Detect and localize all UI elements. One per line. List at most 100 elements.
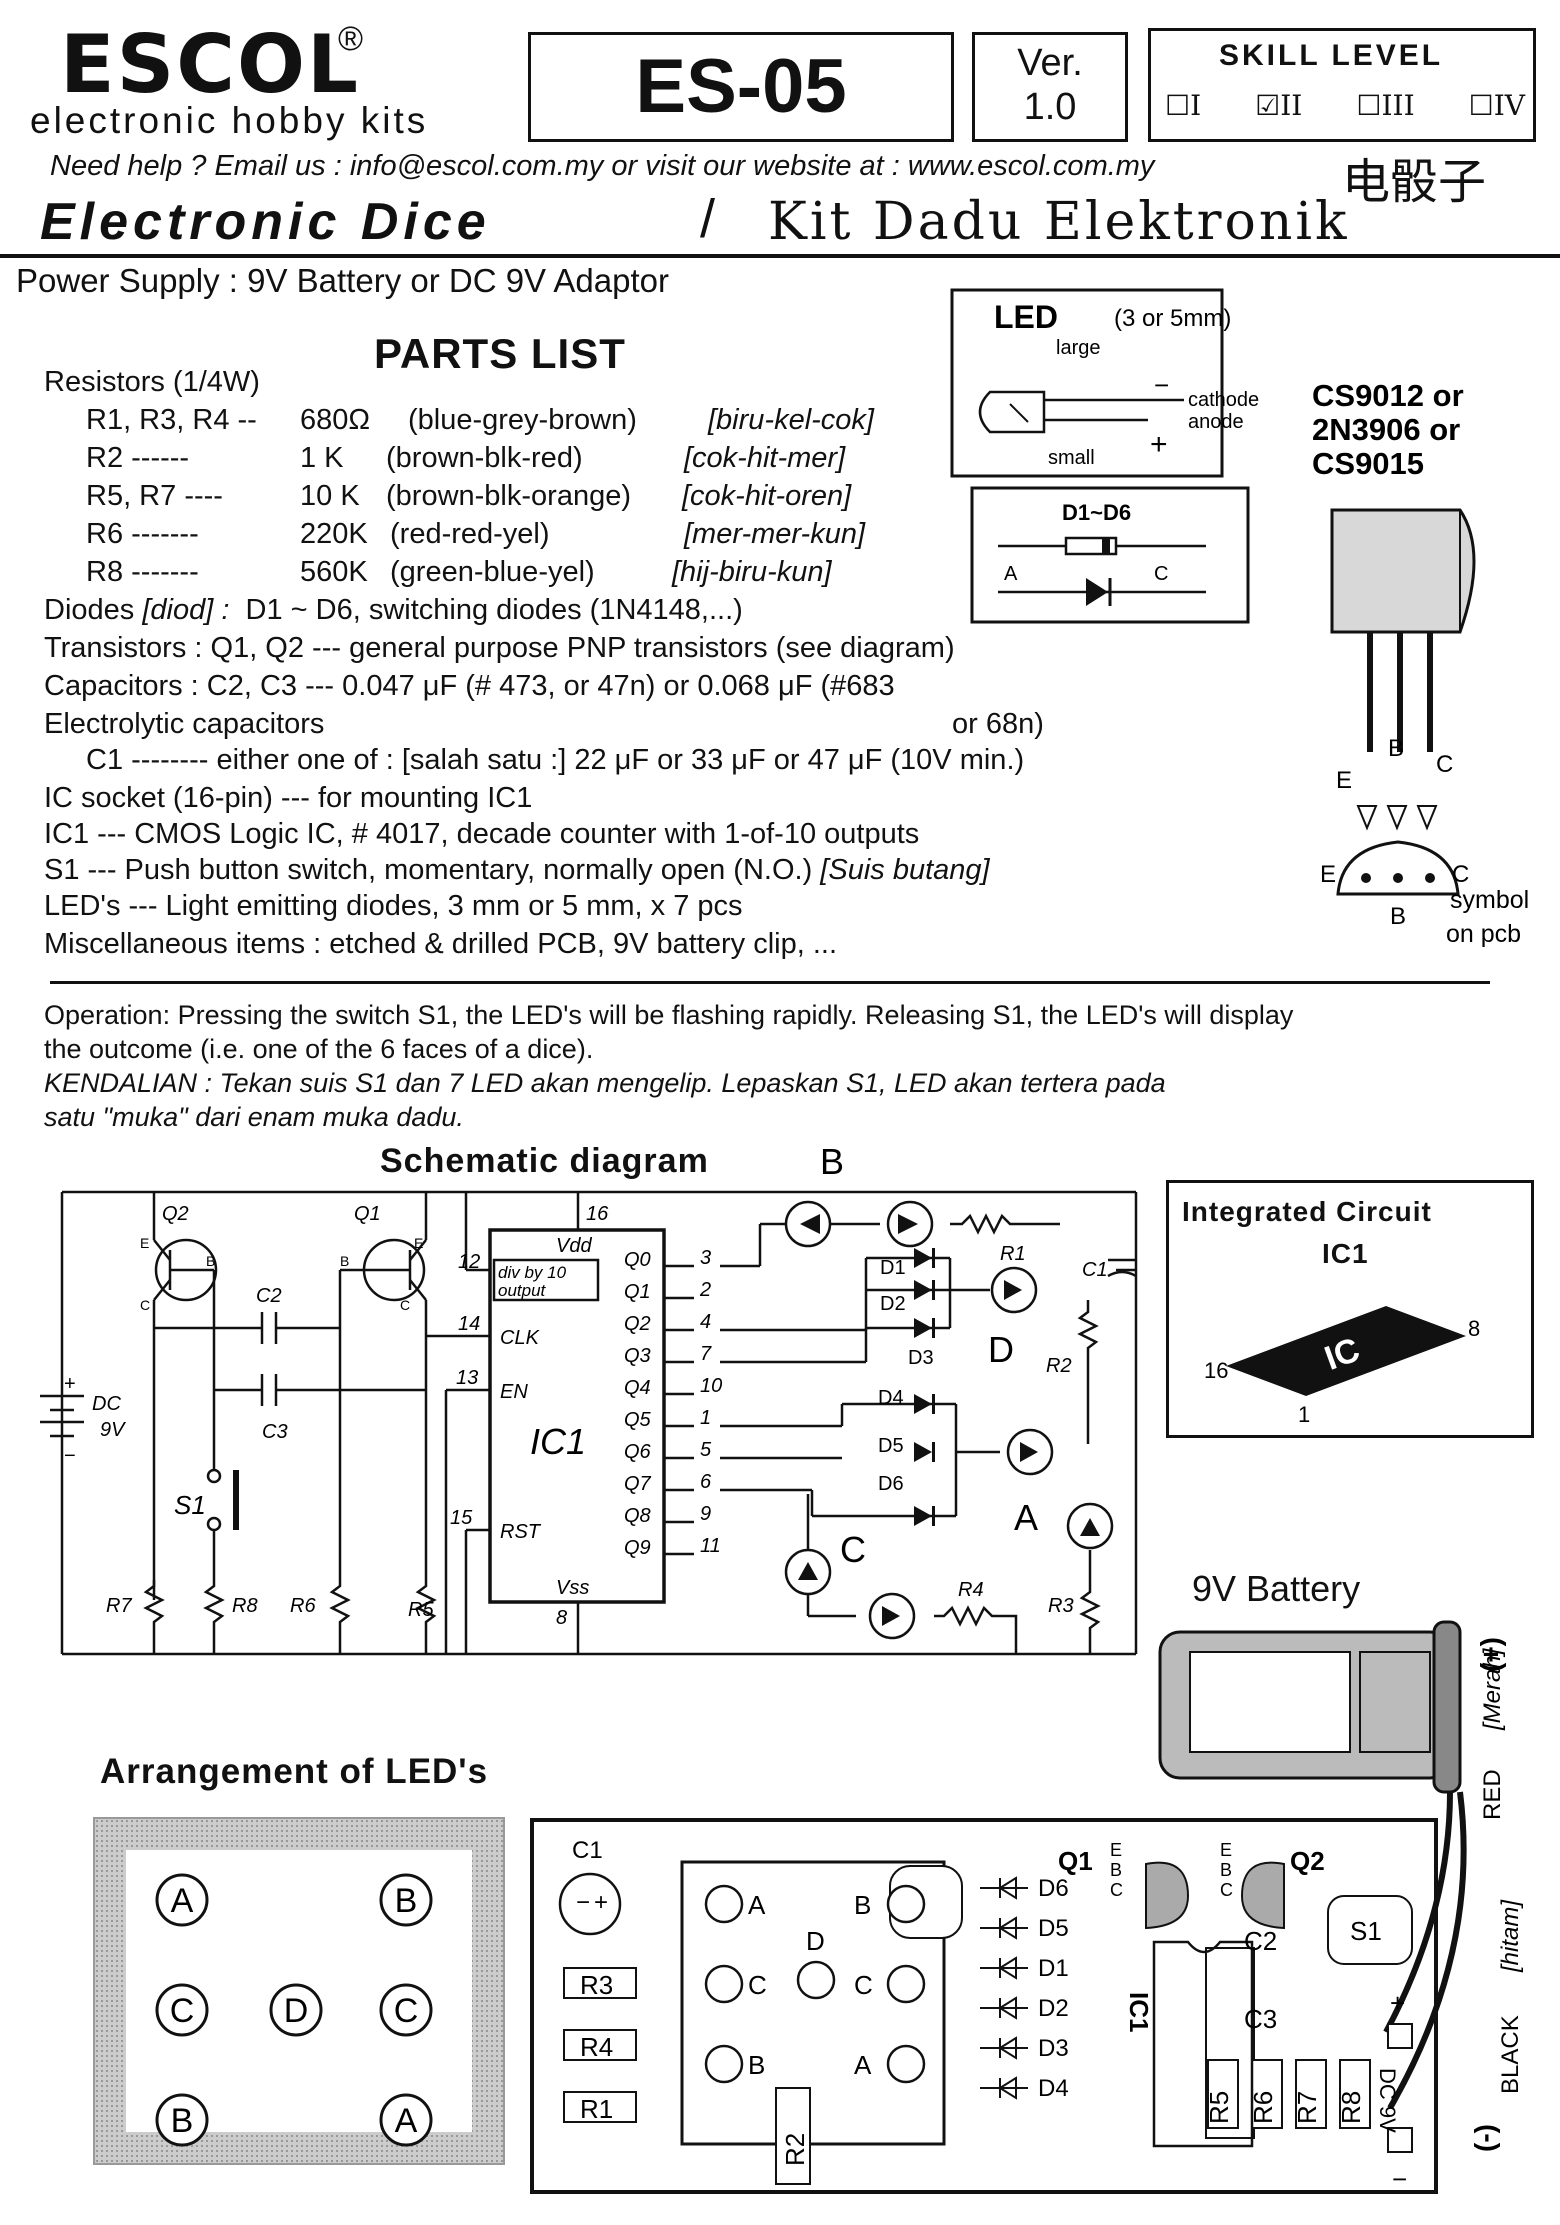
arrow-down-icon — [1356, 805, 1378, 831]
r3-label: R3 — [1048, 1595, 1074, 1617]
diode-symbol-icon — [1086, 578, 1108, 606]
battery-minus-label: (-) — [1469, 2124, 1500, 2152]
pcb-c-label: C — [1452, 861, 1469, 888]
pcb-q1: Q1 — [1058, 1846, 1093, 1876]
resistor-value: 560K — [300, 556, 368, 588]
output-pin-label: 1 — [700, 1407, 711, 1429]
schematic-title: Schematic diagram — [380, 1142, 709, 1180]
arrangement-led-b: B — [395, 1882, 418, 1920]
r1-label: R1 — [1000, 1243, 1026, 1265]
arrangement-led-a: A — [395, 2102, 418, 2140]
operation-my-2: satu "muka" dari enam muka dadu. — [44, 1102, 464, 1132]
schematic-diagram: Q2 Q1 E B C B E C C2 C3 DC 9V + − S1 R7 … — [40, 1141, 1138, 1656]
output-pin-label: 11 — [700, 1535, 721, 1557]
diode-anode-label: A — [1004, 563, 1018, 585]
arrangement-led-d: D — [284, 1992, 309, 2030]
header-rule — [0, 254, 1560, 258]
ic-chip-drawing: IC 16 8 1 — [1204, 1306, 1480, 1426]
pcb-minus: − — [1392, 2164, 1407, 2194]
section-rule — [50, 981, 1490, 984]
resistor-ref: R8 ------- — [86, 556, 199, 588]
transistor-b-label: B — [1388, 735, 1404, 762]
skill-level-box: SKILL LEVEL ☐I ☑II ☐III ☐IV — [1148, 28, 1536, 142]
led-a-label: A — [1014, 1497, 1038, 1538]
vdd-label: Vdd — [556, 1235, 592, 1257]
resistor-colors-malay: [cok-hit-mer] — [684, 442, 846, 474]
led-box: LED (3 or 5mm) large small − cathode ano… — [950, 288, 1259, 478]
pcb-q2: Q2 — [1290, 1846, 1325, 1876]
output-pin-label: 4 — [700, 1311, 711, 1333]
battery-drawing: (+) [Merah] RED [hitam] BLACK (-) — [1158, 1620, 1524, 2152]
skill-level-title: SKILL LEVEL — [1219, 39, 1444, 72]
pcb-r6: R6 — [1248, 2091, 1278, 2124]
resistor-colors: (brown-blk-orange) — [386, 480, 631, 512]
pin13-label: 13 — [456, 1367, 478, 1389]
electrolytic-line: Electrolytic capacitors — [44, 708, 325, 740]
led-plus: + — [1150, 428, 1168, 461]
led-c-label: C — [840, 1529, 866, 1570]
output-pin-label: 10 — [700, 1375, 722, 1397]
arrangement-led-c: C — [394, 1992, 419, 2030]
ic-box — [1166, 1180, 1534, 1438]
diodes-line: Diodes [diod] : D1 ~ D6, switching diode… — [44, 594, 743, 626]
led-cathode-label: cathode — [1188, 389, 1259, 411]
arrangement-led-a: A — [171, 1882, 194, 1920]
pcb-r7: R7 — [1292, 2091, 1322, 2124]
resistor-colors: (brown-blk-red) — [386, 442, 583, 474]
ic-box-title: Integrated Circuit — [1182, 1196, 1432, 1227]
operation-en-1: Operation: Pressing the switch S1, the L… — [44, 1000, 1294, 1030]
resistor-ref: R2 ------ — [86, 442, 190, 474]
c2-label: C2 — [256, 1285, 282, 1307]
model-box: ES-05 — [528, 32, 954, 142]
led-box-size: (3 or 5mm) — [1114, 305, 1231, 332]
pcb-c1-minus: − — [576, 1889, 590, 1916]
transistor-type: CS9012 or — [1312, 378, 1464, 413]
pcb-q1-b: B — [1110, 1860, 1122, 1880]
capacitors-line: Capacitors : C2, C3 --- 0.047 μF (# 473,… — [44, 670, 895, 702]
output-q-label: Q5 — [624, 1409, 652, 1431]
output-q-label: Q2 — [624, 1313, 651, 1335]
output-pin-label: 7 — [700, 1343, 712, 1365]
q2-label: Q2 — [162, 1203, 189, 1225]
r5-label: R5 — [408, 1599, 434, 1621]
pcb-c3: C3 — [1244, 2004, 1277, 2034]
arrangement-led-b: B — [171, 2102, 194, 2140]
q1-label: Q1 — [354, 1203, 381, 1225]
version-number: 1.0 — [1023, 86, 1077, 128]
transistor-body-icon — [1330, 508, 1476, 634]
resistor-value: 220K — [300, 518, 368, 550]
vss-label: Vss — [556, 1577, 589, 1599]
version-box: Ver. 1.0 — [972, 32, 1128, 142]
pcb-s1: S1 — [1350, 1916, 1382, 1946]
transistor-e-label: E — [1336, 767, 1352, 794]
pcb-c2: C2 — [1244, 1926, 1277, 1956]
pin8-label: 8 — [556, 1607, 567, 1629]
pcb-q2-c: C — [1220, 1880, 1233, 1900]
title-english: Electronic Dice — [40, 193, 491, 251]
pcb-q2-b: B — [1220, 1860, 1232, 1880]
arrangement-led-c: C — [170, 1992, 195, 2030]
pcb-plus: + — [1390, 1988, 1405, 2018]
on-pcb-label: on pcb — [1446, 920, 1521, 948]
s1-label: S1 — [174, 1490, 206, 1520]
battery-plus-label: (+) — [1475, 1637, 1506, 1672]
led-large-label: large — [1056, 337, 1100, 359]
pcb-led-b: B — [748, 2050, 765, 2080]
pcb-dc9v: DC 9V — [1375, 2068, 1400, 2133]
pcb-led-a: A — [854, 2050, 872, 2080]
r4-label: R4 — [958, 1579, 984, 1601]
resistor-ref: R1, R3, R4 -- — [86, 404, 257, 436]
component-diagrams: LED (3 or 5mm) large small − cathode ano… — [950, 288, 1529, 948]
led-minus: − — [1154, 370, 1169, 400]
clk-label: CLK — [500, 1327, 541, 1349]
led-small-label: small — [1048, 447, 1095, 469]
pcb-diode-label: D4 — [1038, 2075, 1069, 2102]
ic1-label: IC1 — [530, 1421, 586, 1462]
schematic-diodes — [914, 1248, 935, 1526]
pcb-diode-label: D5 — [1038, 1915, 1069, 1942]
output-q-label: Q7 — [624, 1473, 652, 1495]
help-line: Need help ? Email us : info@escol.com.my… — [50, 150, 1155, 182]
transistor-pinout: CS9012 or 2N3906 or CS9015 E B C E B C s… — [1312, 378, 1529, 948]
parts-list-title: PARTS LIST — [374, 330, 626, 377]
